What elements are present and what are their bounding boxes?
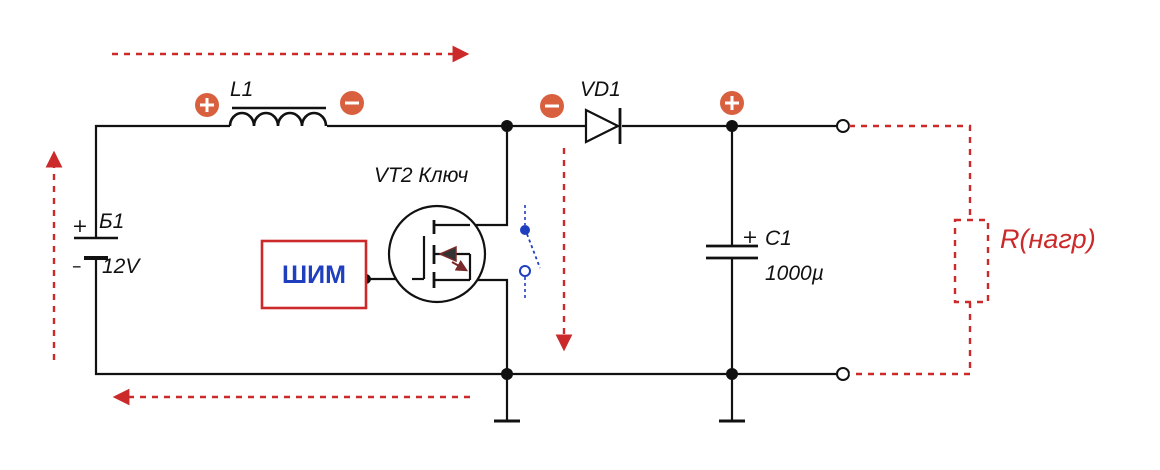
capacitor-c1: [706, 244, 758, 260]
inductor-label: L1: [230, 78, 253, 101]
capacitor-label: C1: [765, 227, 792, 250]
plus-circle-icon: [195, 93, 219, 117]
battery-voltage: 12V: [102, 255, 141, 278]
battery-minus-sign: –: [72, 255, 82, 277]
plus-circle-icon: [720, 91, 744, 115]
pwm-controller: [260, 239, 368, 310]
output-terminals: [836, 119, 850, 381]
inductor-l1: [228, 106, 328, 127]
minus-circle-icon: [540, 94, 564, 118]
diode-label: VD1: [580, 78, 621, 101]
battery-b1: [74, 236, 118, 260]
diode-vd1: [584, 108, 622, 144]
current-flow-arrows: [45, 45, 573, 406]
equivalent-switch: [519, 205, 541, 298]
pwm-label: ШИМ: [282, 261, 346, 289]
minus-circle-icon: [340, 91, 364, 115]
circuit-wires: [94, 124, 838, 423]
load-label: R(нагр): [1000, 224, 1096, 254]
capacitor-value: 1000µ: [765, 262, 824, 285]
mosfet-vt2: [387, 204, 487, 304]
battery-plus-sign: +: [72, 215, 88, 237]
load-resistor: [849, 124, 990, 376]
battery-label: Б1: [99, 210, 124, 233]
capacitor-plus-sign: +: [742, 226, 758, 248]
mosfet-label: VT2 Ключ: [374, 164, 468, 187]
